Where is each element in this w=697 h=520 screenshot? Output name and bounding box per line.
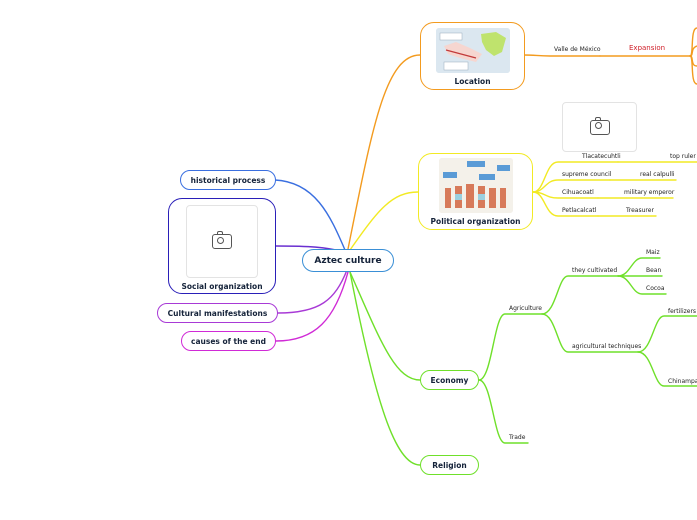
leaf-supreme-council[interactable]: supreme council — [562, 171, 612, 178]
camera-icon — [589, 116, 610, 135]
leaf-maiz[interactable]: Maiz — [646, 249, 660, 256]
leaf-chinampas[interactable]: Chinampas — [668, 378, 697, 385]
leaf-petlacalcatl[interactable]: Petlacalcatl — [562, 207, 597, 214]
economy-label: Economy — [430, 375, 469, 385]
node-economy[interactable]: Economy — [420, 370, 479, 390]
camera-icon — [212, 231, 232, 249]
leaf-trade[interactable]: Trade — [509, 434, 526, 441]
leaf-top-ruler[interactable]: top ruler — [670, 153, 696, 160]
leaf-real-calpulli[interactable]: real calpulli — [640, 171, 675, 178]
leaf-expansion[interactable]: Expansion — [629, 44, 666, 52]
leaf-cocoa[interactable]: Cocoa — [646, 285, 665, 292]
leaf-cihuacoatl[interactable]: Cihuacoatl — [562, 189, 594, 196]
political-organization-label: Political organization — [430, 217, 521, 226]
political-image — [438, 158, 513, 213]
leaf-agriculture[interactable]: Agriculture — [509, 305, 542, 312]
leaf-they-cultivated[interactable]: they cultivated — [572, 267, 618, 274]
location-label: Location — [454, 77, 491, 86]
image-placeholder-political — [562, 102, 637, 152]
leaf-military-emperor[interactable]: military emperor — [624, 189, 675, 196]
root-node[interactable]: Aztec culture — [302, 249, 394, 272]
leaf-fertilizers[interactable]: fertilizers — [668, 308, 697, 315]
leaf-valle-de-mexico[interactable]: Valle de México — [554, 46, 601, 53]
map-image — [435, 28, 510, 73]
image-placeholder — [186, 205, 258, 278]
node-causes-of-end[interactable]: causes of the end — [181, 331, 276, 351]
node-cultural-manifestations[interactable]: Cultural manifestations — [157, 303, 278, 323]
leaf-tlacatecuhtli[interactable]: Tlacatecuhtli — [582, 153, 621, 160]
root-label: Aztec culture — [314, 255, 382, 266]
node-historical-process[interactable]: historical process — [180, 170, 276, 190]
leaf-bean[interactable]: Bean — [646, 267, 662, 274]
historical-process-label: historical process — [190, 175, 266, 185]
node-political-organization[interactable]: Political organization — [418, 153, 533, 230]
node-social-organization[interactable]: Social organization — [168, 198, 276, 294]
causes-of-end-label: causes of the end — [191, 336, 266, 346]
node-location[interactable]: Location — [420, 22, 525, 90]
leaf-agricultural-techniques[interactable]: agricultural techniques — [572, 343, 642, 350]
religion-label: Religion — [432, 460, 467, 470]
social-organization-label: Social organization — [181, 282, 263, 291]
leaf-treasurer[interactable]: Treasurer — [626, 207, 654, 214]
cultural-manifestations-label: Cultural manifestations — [167, 308, 268, 318]
node-religion[interactable]: Religion — [420, 455, 479, 475]
